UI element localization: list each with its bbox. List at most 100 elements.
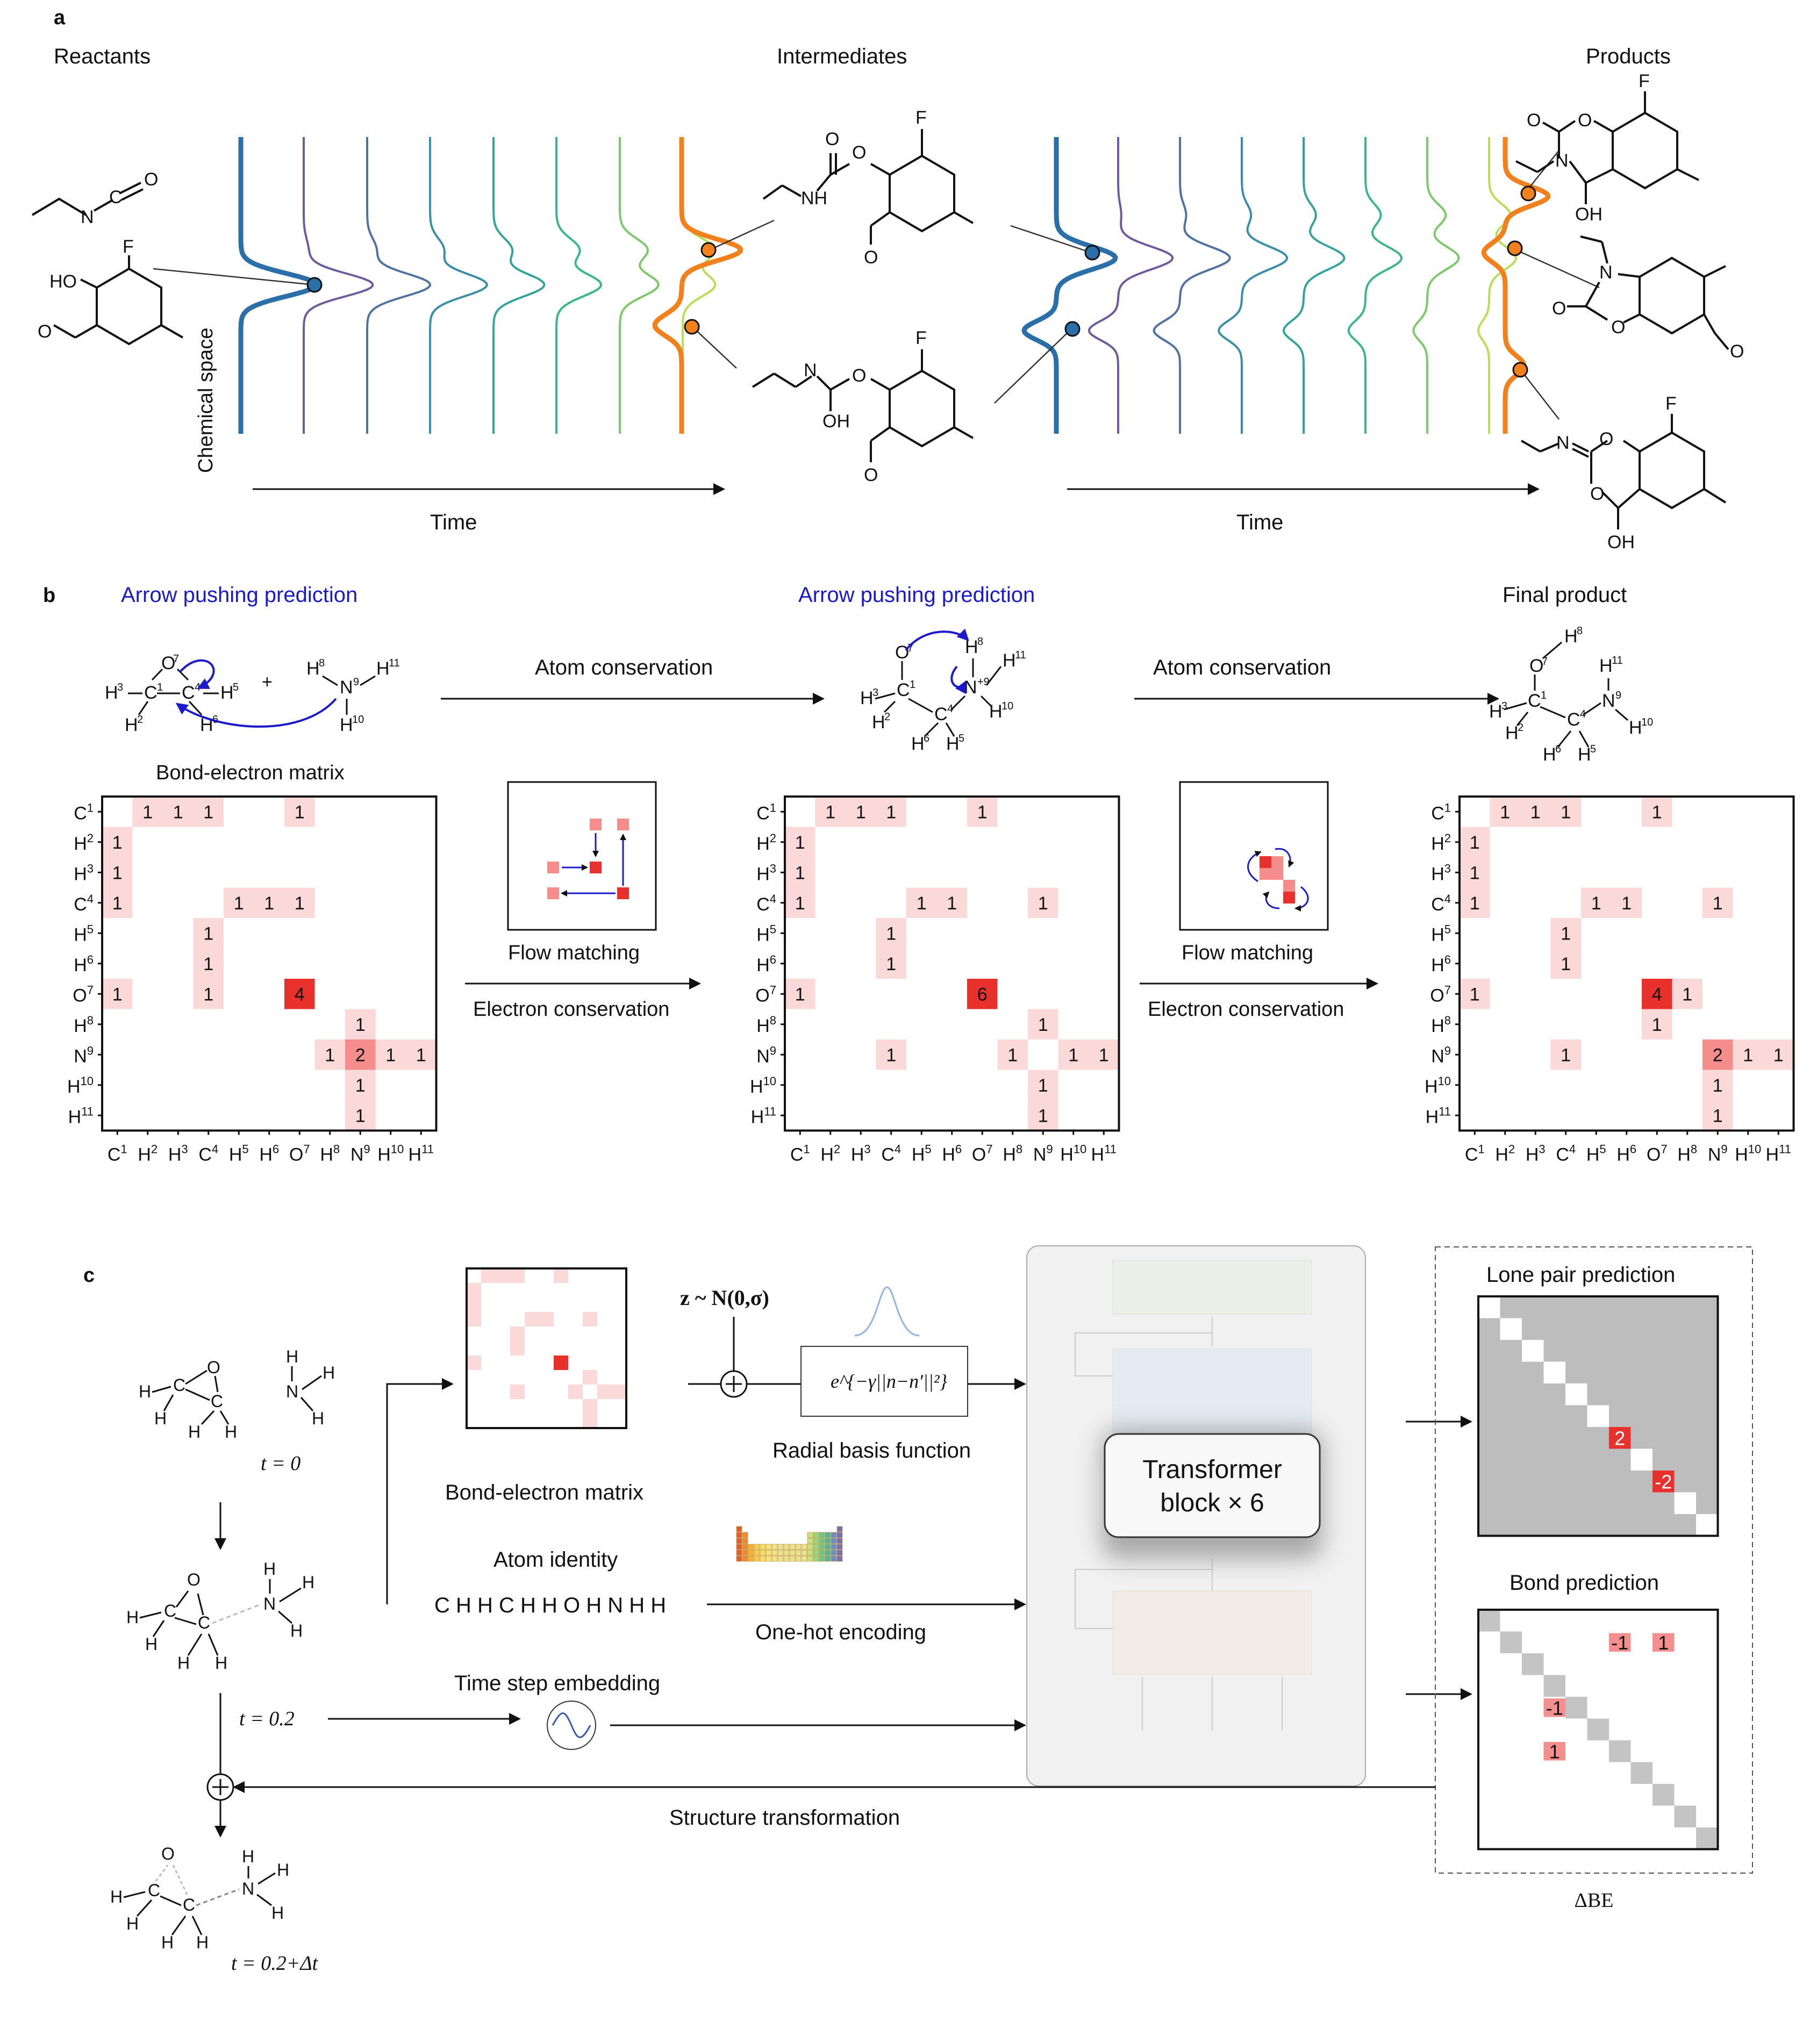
product-2 <box>1567 235 1729 350</box>
t02-label: t = 0.2 <box>239 1708 295 1730</box>
matrix-cell-value: 1 <box>234 893 244 914</box>
bem-small-cell <box>539 1312 554 1326</box>
matrix-axis-label: H8 <box>320 1143 340 1165</box>
lone-pair-value: 2 <box>1614 1427 1625 1449</box>
periodic-cell <box>801 1544 807 1550</box>
periodic-cell <box>771 1555 778 1562</box>
matrix-axis-label: N9 <box>350 1143 370 1165</box>
electron-conservation-label-1: Electron conservation <box>473 998 669 1021</box>
lone-pair-change-cell <box>1609 1427 1631 1449</box>
molecule-to-bem-arrow <box>386 1378 454 1604</box>
matrix-cell <box>1550 948 1581 979</box>
bond-diagonal-cell <box>1630 1762 1653 1784</box>
wave-line <box>1021 137 1118 434</box>
matrix-cell-value: 1 <box>1470 984 1480 1005</box>
panel-b-label: b <box>43 584 55 607</box>
matrix-axis-label: H3 <box>1431 862 1451 884</box>
matrix-cell-value: 1 <box>1038 1075 1048 1096</box>
matrix-cell-value: 1 <box>203 984 213 1005</box>
matrix-axis-label: H5 <box>229 1143 249 1165</box>
matrix-cell <box>406 1039 437 1070</box>
svg-text:C: C <box>897 680 910 700</box>
bem-small-cell <box>554 1356 568 1370</box>
bond-change-cell <box>1543 1698 1565 1717</box>
bem-small-cell <box>510 1341 525 1356</box>
int1-f: F <box>915 107 927 128</box>
lone-pair-diagonal-cell <box>1543 1361 1565 1383</box>
bem-small-cell <box>612 1385 626 1399</box>
svg-text:C: C <box>148 1881 160 1900</box>
atom-identity-label: Atom identity <box>493 1548 618 1572</box>
bond-diagonal-cell <box>1587 1718 1609 1740</box>
svg-text:H: H <box>1543 744 1556 765</box>
bem-small-cell <box>583 1312 597 1326</box>
matrix-cell-value: 4 <box>1652 984 1662 1005</box>
wave-line <box>429 137 488 434</box>
matrix-cell <box>1702 1039 1733 1070</box>
electron-conservation-label-2: Electron conservation <box>1148 998 1344 1021</box>
matrix-cell-value: 1 <box>203 923 213 944</box>
periodic-cell <box>766 1544 772 1550</box>
bond-change-value: -1 <box>1611 1632 1628 1654</box>
prod1-f: F <box>1639 71 1650 91</box>
svg-text:2: 2 <box>884 711 890 723</box>
periodic-cell <box>736 1550 742 1556</box>
matrix-axis-label: H10 <box>67 1074 94 1097</box>
prod1-o: O <box>1578 110 1592 131</box>
periodic-cell <box>760 1544 766 1550</box>
atom-conservation-label-2: Atom conservation <box>1153 656 1331 679</box>
matrix-axis-label: C1 <box>790 1143 810 1165</box>
svg-text:3: 3 <box>1501 700 1507 712</box>
matrix-cell <box>102 827 133 857</box>
matrix-cell <box>876 918 906 949</box>
svg-text:11: 11 <box>1015 649 1026 661</box>
bond-change-value: 1 <box>1549 1740 1560 1762</box>
matrix-axis-label: C4 <box>198 1143 218 1165</box>
matrix-axis-label: H11 <box>409 1143 434 1165</box>
wave-line <box>303 137 374 434</box>
periodic-cell <box>754 1555 760 1562</box>
periodic-cell <box>783 1550 790 1556</box>
wave-point <box>1064 321 1081 337</box>
matrix-cell-value: 1 <box>1591 893 1601 914</box>
wave-point <box>306 277 323 293</box>
wave-line-highlight <box>652 137 743 434</box>
svg-text:5: 5 <box>958 733 964 744</box>
bond-change-cell <box>1543 1742 1565 1761</box>
lone-pair-diagonal-cell <box>1630 1448 1653 1471</box>
matrix-cell-value: 1 <box>886 1045 896 1065</box>
periodic-cell <box>825 1544 831 1550</box>
matrix-axis-label: O7 <box>1647 1143 1668 1165</box>
matrix-axis-label: H8 <box>1431 1014 1451 1036</box>
panel-b: b Arrow pushing prediction Arrow pushing… <box>43 583 1795 1165</box>
matrix-cell-value: 1 <box>112 984 123 1005</box>
matrix-cell <box>785 857 815 888</box>
matrix-cell-value: 4 <box>295 984 305 1005</box>
matrix-cell-value: 1 <box>1561 802 1571 822</box>
matrix-cell <box>876 797 906 827</box>
periodic-cell <box>807 1550 813 1556</box>
periodic-cell <box>777 1544 784 1550</box>
lone-pair-diagonal-cell <box>1478 1296 1500 1318</box>
matrix-cell <box>1550 797 1581 827</box>
transformer-line-2: block × 6 <box>1160 1489 1264 1517</box>
reactant-aldehyde <box>53 255 183 346</box>
periodic-cell <box>789 1544 796 1550</box>
svg-text:N: N <box>263 1594 276 1613</box>
matrix-cell <box>1581 887 1612 918</box>
prod2-o2: O <box>1611 317 1625 338</box>
matrix-cell <box>193 979 224 1009</box>
matrix-axis-label: H2 <box>1495 1143 1515 1165</box>
periodic-cell <box>836 1532 843 1538</box>
matrix-cell <box>1460 827 1490 857</box>
prod1-oh: OH <box>1575 204 1603 225</box>
lone-pair-label: Lone pair prediction <box>1486 1263 1675 1287</box>
matrix-axis-label: C4 <box>74 892 94 915</box>
bond-diagonal-cell <box>1543 1675 1565 1697</box>
lone-pair-diagonal-cell <box>1565 1383 1587 1405</box>
bem-small-cell <box>597 1385 612 1399</box>
delta-be-label: ΔBE <box>1575 1889 1614 1912</box>
periodic-cell <box>836 1526 843 1532</box>
